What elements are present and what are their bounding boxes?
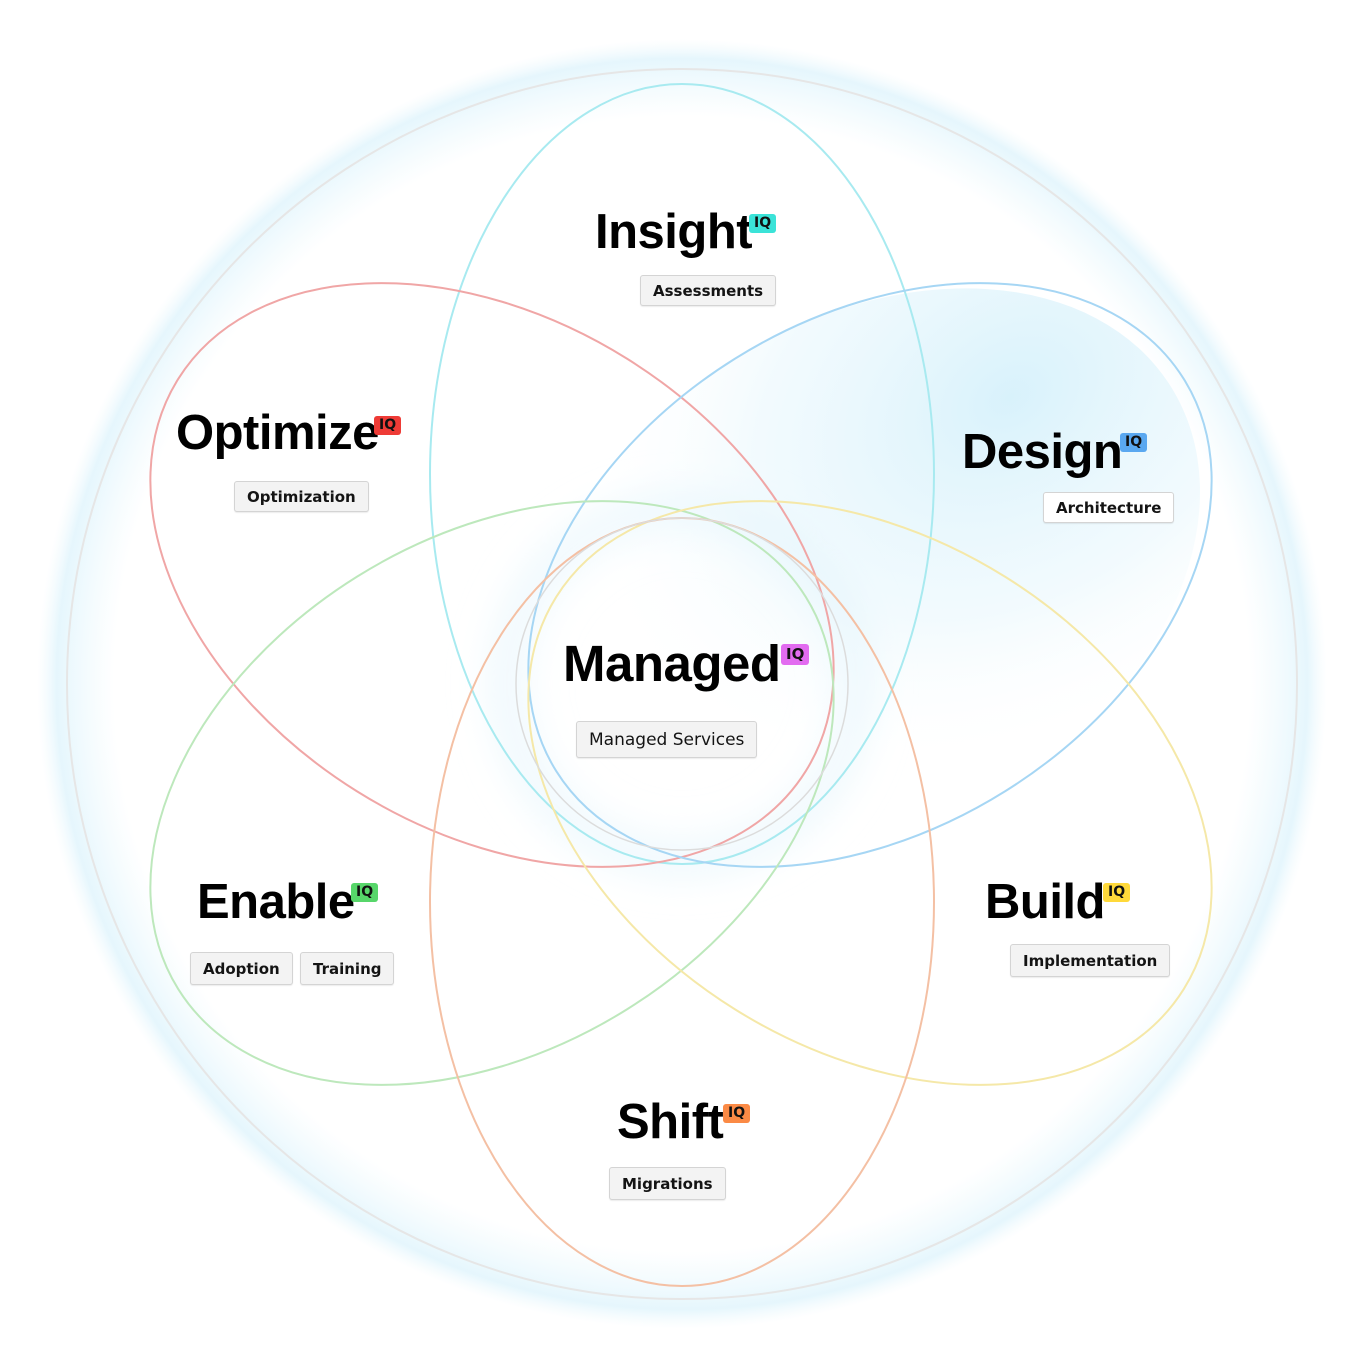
insight-node: Insight IQ Assessments: [595, 208, 815, 318]
insight-ellipse: [429, 83, 935, 865]
insight-title: Insight: [595, 205, 753, 259]
optimize-title: Optimize: [176, 406, 379, 460]
optimize-ellipse: [149, 282, 835, 868]
shift-iq-badge: IQ: [723, 1104, 751, 1123]
managed-tag-managed-services: Managed Services: [576, 721, 758, 758]
managed-iq-badge: IQ: [781, 644, 810, 665]
design-node: Design IQ Architecture: [962, 428, 1182, 538]
enable-title: Enable: [197, 875, 355, 929]
design-ellipse: [527, 282, 1213, 868]
enable-ellipse: [149, 500, 835, 1086]
build-title: Build: [985, 875, 1105, 929]
enable-iq-badge: IQ: [351, 883, 379, 902]
optimize-tag-optimization: Optimization: [234, 481, 369, 512]
outer-ring: [66, 68, 1298, 1300]
optimize-iq-badge: IQ: [374, 416, 402, 435]
shift-node: Shift IQ Migrations: [609, 1095, 817, 1208]
enable-tag-training: Training: [300, 952, 395, 985]
build-node: Build IQ Implementation: [985, 878, 1205, 988]
insight-iq-badge: IQ: [749, 214, 777, 233]
managed-title: Managed: [563, 635, 781, 692]
enable-tag-adoption: Adoption: [190, 952, 293, 985]
enable-node: Enable IQ Adoption Training: [190, 875, 417, 993]
design-title: Design: [962, 425, 1123, 479]
insight-tag-assessments: Assessments: [640, 275, 777, 306]
center-glow: [482, 484, 882, 884]
build-iq-badge: IQ: [1103, 883, 1131, 902]
design-tag-architecture: Architecture: [1043, 492, 1175, 523]
shift-tag-migrations: Migrations: [609, 1167, 726, 1200]
build-tag-implementation: Implementation: [1010, 944, 1171, 977]
design-iq-badge: IQ: [1120, 433, 1148, 452]
managed-circle: [515, 517, 849, 851]
build-ellipse: [527, 500, 1213, 1086]
managed-node: Managed IQ Managed Services: [563, 638, 823, 763]
shift-title: Shift: [617, 1095, 724, 1149]
optimize-node: Optimize IQ Optimization: [176, 409, 436, 519]
